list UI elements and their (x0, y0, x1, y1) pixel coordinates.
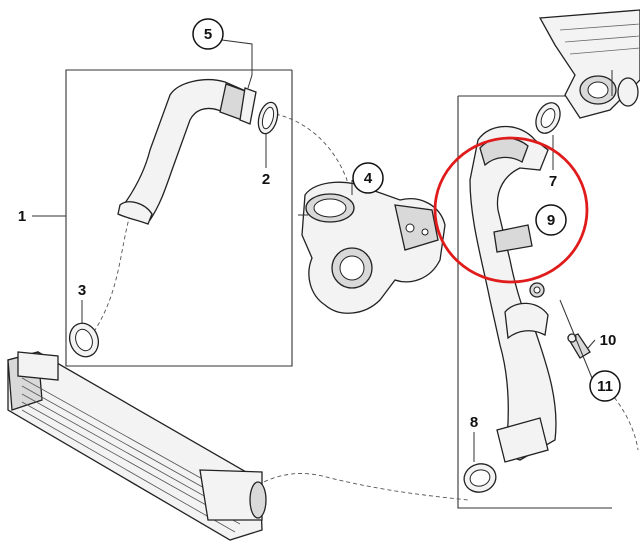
callout-9: 9 (535, 204, 567, 236)
leader-lines (32, 39, 613, 462)
svg-text:7: 7 (549, 173, 557, 190)
svg-text:1: 1 (18, 208, 26, 225)
svg-text:10: 10 (600, 332, 617, 349)
callout-10: 10 (600, 332, 617, 349)
dashed-connector-bottom (257, 473, 469, 501)
callout-1: 1 (18, 208, 26, 225)
callout-11: 11 (589, 370, 621, 402)
svg-text:8: 8 (470, 414, 478, 431)
o-ring-7 (535, 102, 561, 134)
dashed-connector-left (94, 214, 131, 331)
callout-5: 5 (192, 18, 224, 50)
o-ring-3 (68, 322, 100, 358)
callout-3: 3 (78, 282, 86, 299)
callout-2: 2 (262, 171, 270, 188)
turbocharger (298, 181, 446, 314)
o-ring-2 (257, 101, 279, 135)
svg-text:3: 3 (78, 282, 86, 299)
o-ring-8 (463, 463, 497, 493)
callout-8: 8 (470, 414, 478, 431)
intake-manifold (538, 9, 640, 119)
callout-7: 7 (549, 173, 557, 190)
svg-text:5: 5 (204, 26, 212, 43)
svg-text:2: 2 (262, 171, 270, 188)
svg-text:4: 4 (364, 170, 373, 187)
callout-4: 4 (352, 162, 384, 194)
intercooler (7, 351, 267, 541)
left-group-frame (65, 69, 293, 367)
svg-text:11: 11 (597, 378, 613, 395)
charge-pipe-right (469, 126, 557, 463)
dashed-connector-right (609, 391, 639, 451)
highlight-circle (433, 136, 589, 284)
svg-text:9: 9 (547, 212, 555, 229)
charge-pipe-upper (117, 79, 257, 225)
